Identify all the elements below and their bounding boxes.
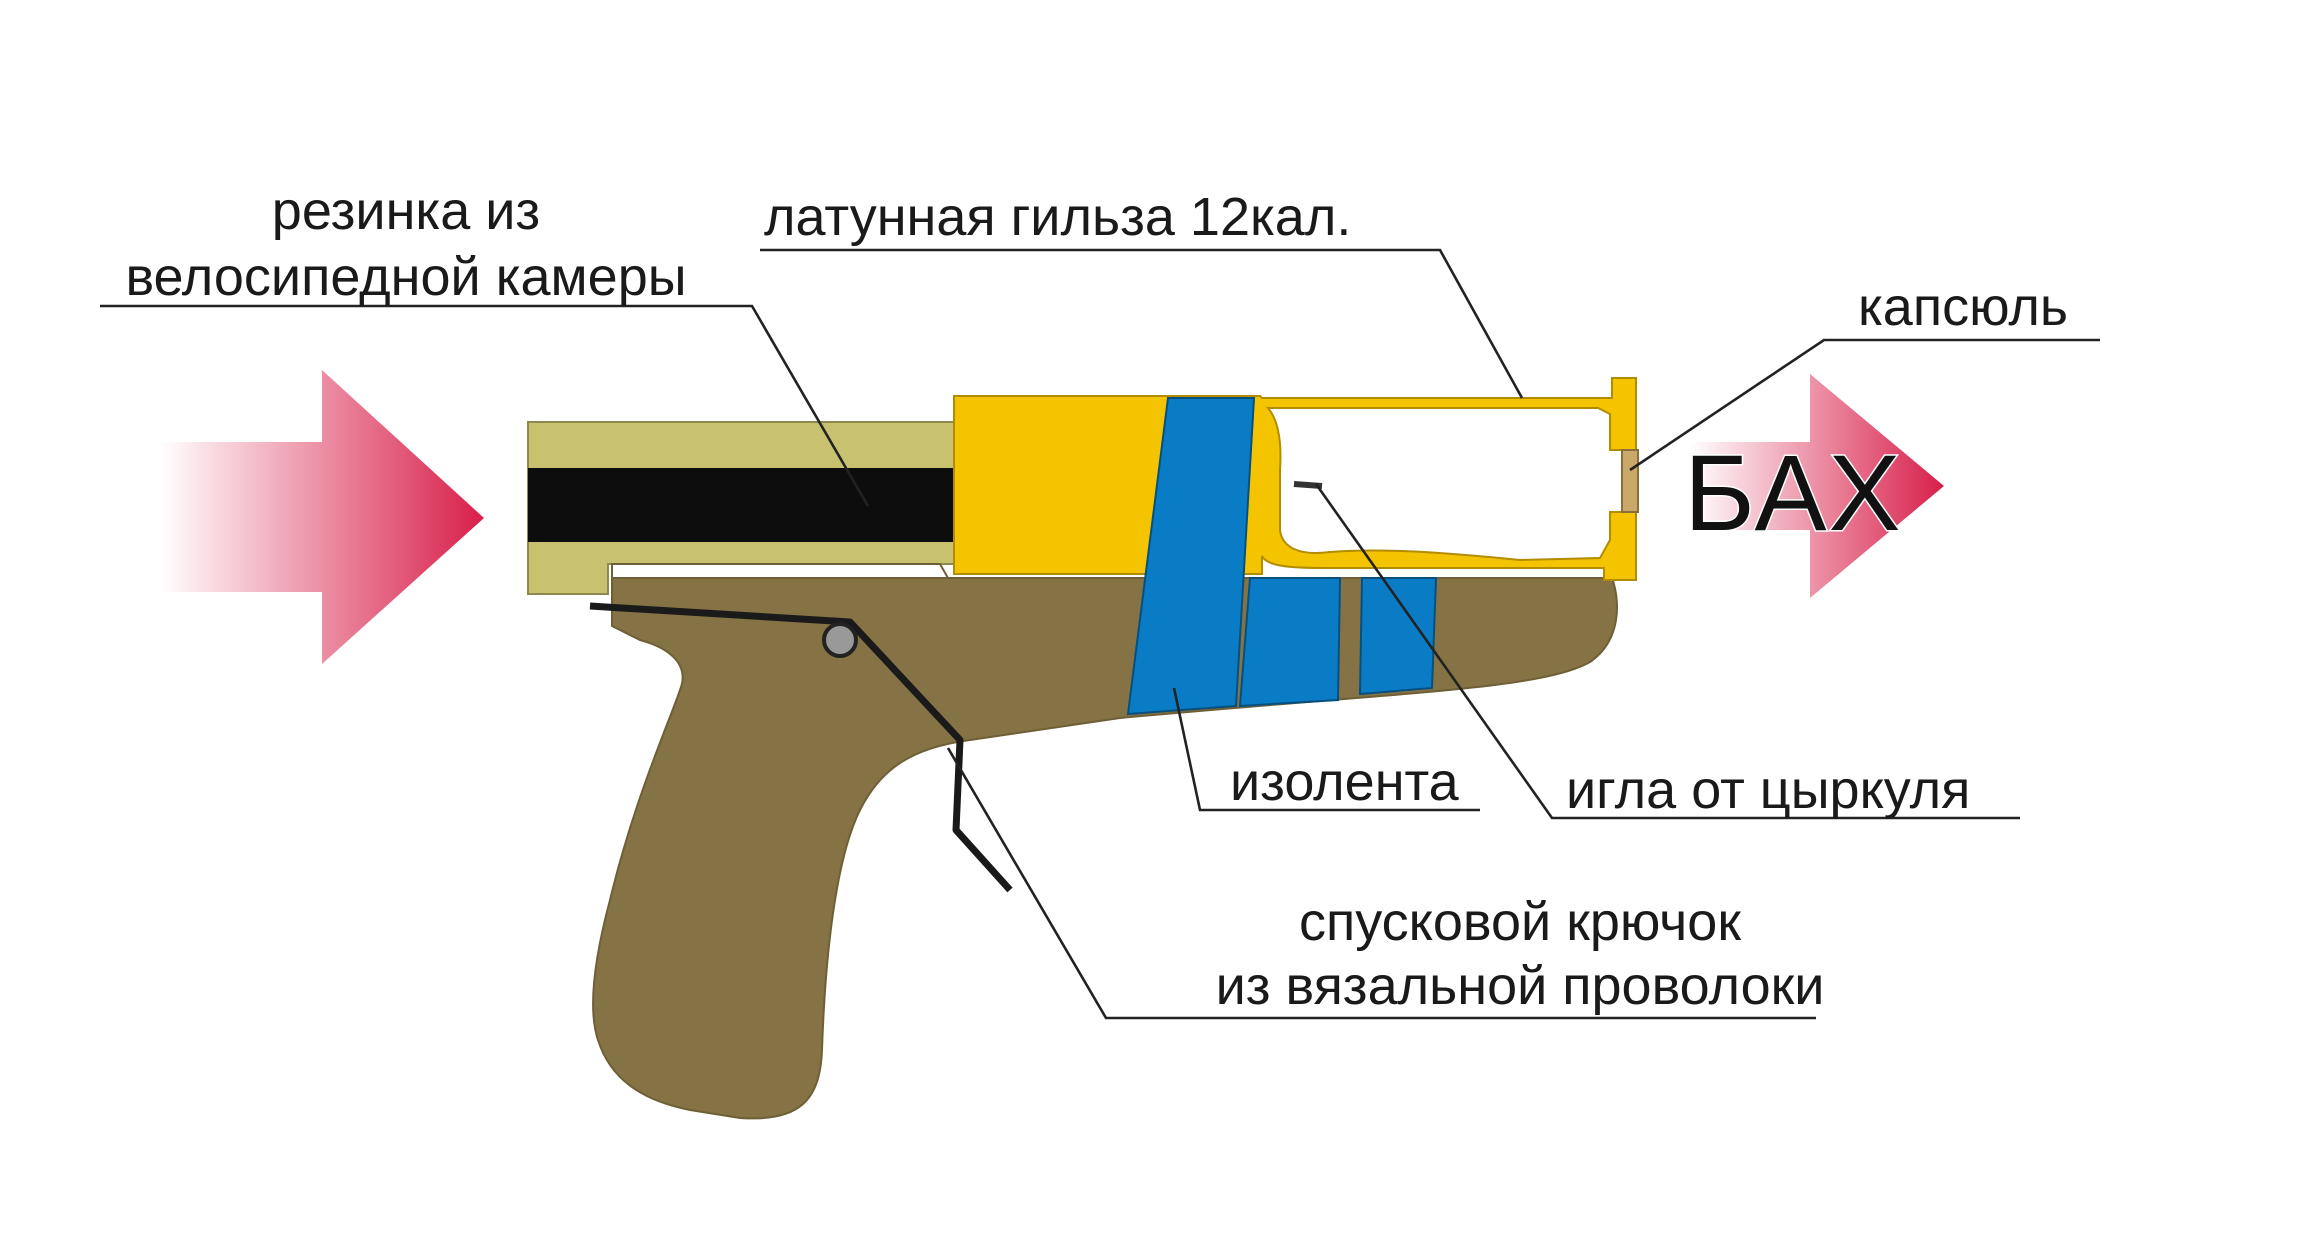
- label-trigger-line2: из вязальной проволоки: [1216, 956, 1825, 1016]
- label-trigger-line1: спусковой крючок: [1299, 892, 1741, 952]
- label-rubber-line2: велосипедной камеры: [125, 247, 686, 307]
- leader-shell: [760, 248, 1524, 399]
- leader-tape: [1172, 687, 1480, 812]
- label-shell: латунная гильза 12кал.: [764, 187, 1351, 247]
- leader-rubber: [100, 304, 870, 507]
- tape-wrap-3: [1358, 577, 1438, 696]
- label-tape: изолента: [1230, 752, 1460, 812]
- label-primer: капсюль: [1858, 277, 2068, 337]
- leader-needle: [1314, 483, 2020, 820]
- input-force-arrow: [160, 370, 484, 664]
- label-bang: БАХ: [1684, 432, 1903, 553]
- trigger-pivot: [822, 622, 858, 658]
- shell-interior: [1265, 407, 1623, 562]
- tape-wrap-1: [1126, 397, 1256, 716]
- trigger-wire: [589, 602, 1013, 893]
- label-needle: игла от цыркуля: [1566, 760, 1970, 820]
- leader-primer: [1629, 338, 2100, 472]
- primer: [1621, 449, 1639, 513]
- output-force-arrow: [1690, 374, 1944, 598]
- leader-trigger: [946, 747, 1816, 1020]
- barrel-slot: [611, 563, 950, 579]
- tape-wrap-2: [1238, 577, 1342, 708]
- label-rubber-line1: резинка из: [272, 181, 540, 241]
- pistol-grip: [592, 577, 1618, 1120]
